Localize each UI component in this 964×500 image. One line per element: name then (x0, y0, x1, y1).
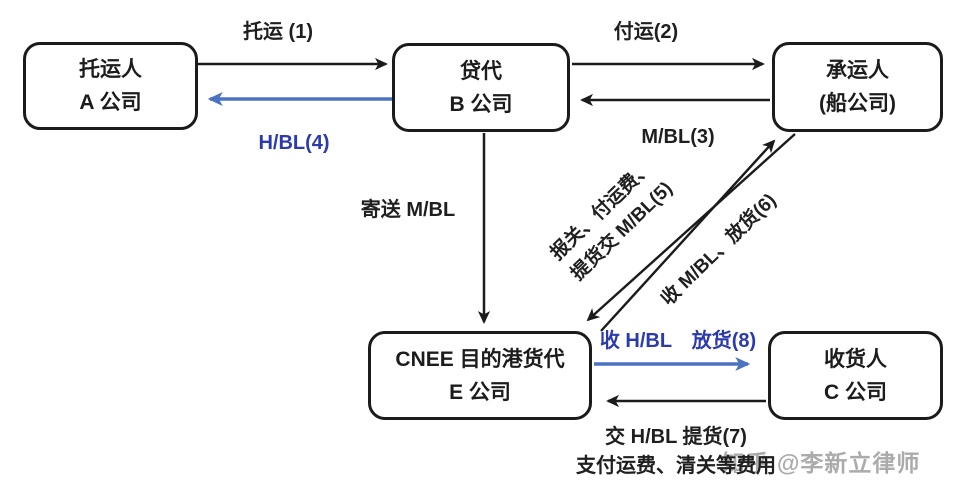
node-destagent-line1: CNEE 目的港货代 (395, 347, 565, 371)
node-destagent-line2: E 公司 (449, 380, 511, 404)
label-step4-hbl: H/BL(4) (258, 132, 330, 154)
label-pay-freight-clearance-fees: 支付运费、清关等费用 (576, 455, 776, 477)
arrow-step5-diagonal-up (600, 139, 776, 332)
node-consignee-line1: 收货人 (824, 347, 887, 371)
node-consignee-company-c: 收货人 C 公司 (768, 331, 943, 420)
node-destination-agent-company-e: CNEE 目的港货代 E 公司 (368, 331, 592, 420)
node-carrier-line2: (船公司) (819, 92, 896, 115)
node-forwarder-company-b: 贷代 B 公司 (392, 43, 570, 132)
node-shipper-company-a: 托运人 A 公司 (23, 42, 198, 130)
node-carrier-line1: 承运人 (826, 59, 889, 82)
node-carrier-shipping-company: 承运人 (船公司) (772, 42, 943, 132)
node-consignee-line2: C 公司 (824, 380, 887, 404)
watermark: 知乎 @李新立律师 (721, 450, 921, 476)
node-shipper-line1: 托运人 (79, 58, 142, 81)
label-step3-mbl: M/BL(3) (641, 126, 715, 148)
node-forwarder-line1: 贷代 (460, 59, 502, 83)
node-shipper-line2: A 公司 (79, 91, 142, 114)
label-step2-pay-carrier: 付运(2) (613, 21, 679, 43)
label-send-mbl: 寄送 M/BL (360, 199, 456, 221)
label-step8-receive-hbl-release: 收 H/BL 放货(8) (599, 330, 757, 352)
node-forwarder-line2: B 公司 (449, 92, 513, 116)
arrow-step6-diagonal-down (586, 133, 796, 322)
label-step7-surrender-hbl-pickup: 交 H/BL 提货(7) (605, 426, 747, 448)
label-step1-consign: 托运 (1) (243, 21, 313, 43)
